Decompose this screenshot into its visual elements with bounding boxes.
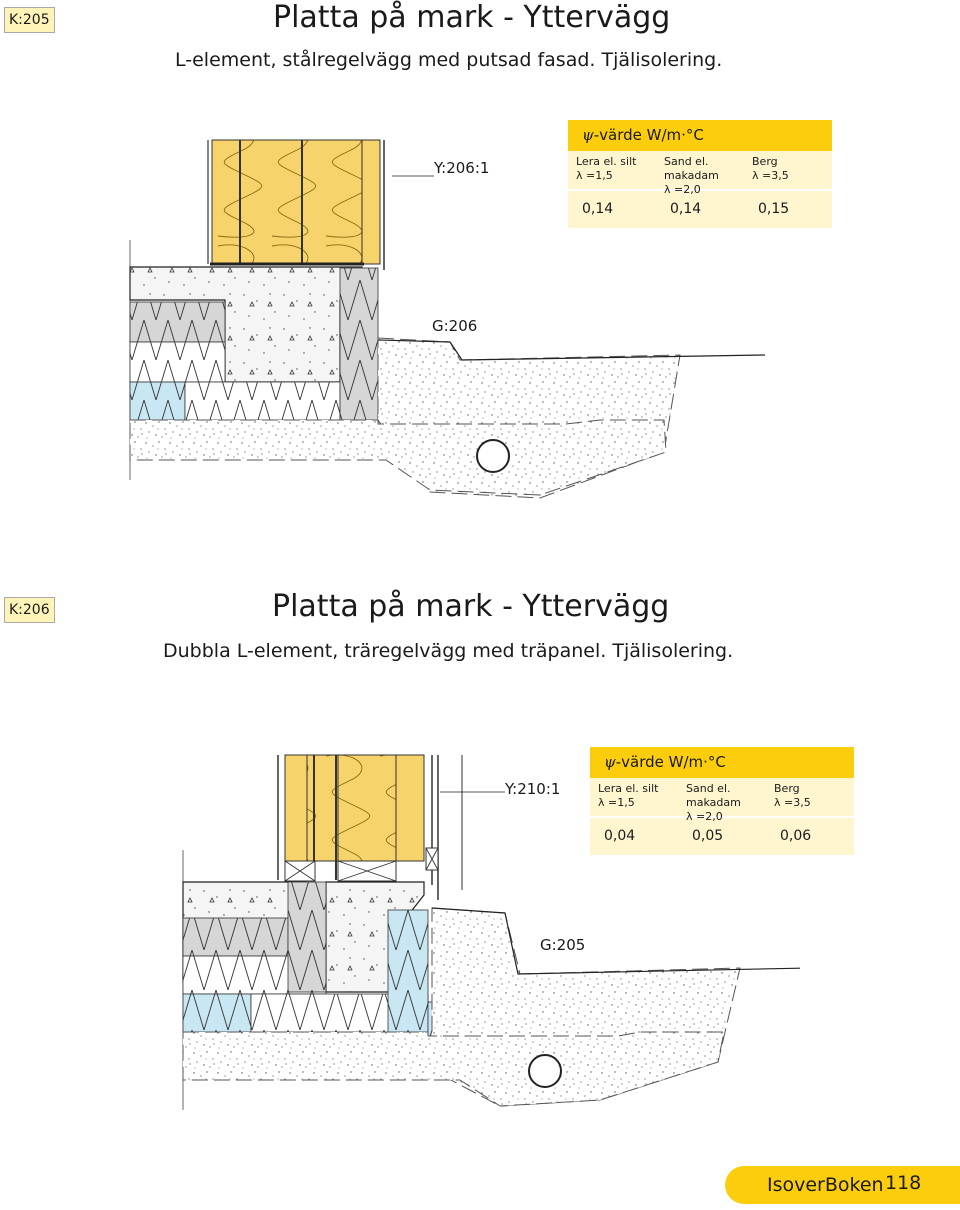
soil-column: Lera el. silt λ =1,5: [568, 151, 656, 189]
section-title: Platta på mark - Yttervägg: [272, 589, 670, 624]
ground-reference-label: G:206: [432, 317, 477, 335]
psi-value: 0,06: [780, 828, 812, 844]
footer-badge: IsoverBoken 118: [725, 1166, 960, 1204]
construction-detail-drawing: Y:210:1 G:205: [182, 754, 800, 1110]
soil-name: Sand el. makadam: [686, 782, 741, 809]
soil-name: Lera el. silt: [598, 782, 659, 795]
psi-value: 0,14: [670, 201, 702, 217]
psi-value: 0,14: [582, 201, 614, 217]
soil-lambda: λ =2,0: [686, 810, 723, 823]
psi-table-header: ψ-värde W/m·°C: [568, 120, 832, 151]
soil-lambda: λ =1,5: [598, 796, 635, 809]
psi-header-text: -värde W/m·°C: [615, 753, 726, 771]
psi-value-table: ψ-värde W/m·°C Lera el. silt λ =1,5 Sand…: [590, 747, 854, 855]
section-subtitle: L-element, stålregelvägg med putsad fasa…: [175, 49, 723, 71]
section-code-badge: K:206: [4, 597, 55, 623]
soil-column: Sand el. makadam λ =2,0: [678, 778, 766, 823]
psi-value: 0,04: [604, 828, 636, 844]
psi-value: 0,15: [758, 201, 790, 217]
soil-column: Berg λ =3,5: [744, 151, 832, 189]
detail-reference-label: Y:210:1: [504, 780, 560, 798]
page-number: 118: [885, 1172, 922, 1194]
soil-column: Lera el. silt λ =1,5: [590, 778, 678, 816]
soil-name: Berg: [752, 155, 778, 168]
soil-lambda: λ =1,5: [576, 169, 613, 182]
soil-lambda: λ =3,5: [774, 796, 811, 809]
soil-name: Sand el. makadam: [664, 155, 719, 182]
section-subtitle: Dubbla L-element, träregelvägg med träpa…: [163, 640, 734, 662]
soil-lambda: λ =2,0: [664, 183, 701, 196]
footer-brand: IsoverBoken: [767, 1174, 884, 1196]
section-title: Platta på mark - Yttervägg: [273, 0, 671, 35]
construction-detail-drawing: Y:206:1 G:206: [129, 139, 766, 499]
soil-name: Lera el. silt: [576, 155, 637, 168]
soil-lambda: λ =3,5: [752, 169, 789, 182]
soil-column: Sand el. makadam λ =2,0: [656, 151, 744, 196]
psi-value: 0,05: [692, 828, 724, 844]
soil-name: Berg: [774, 782, 800, 795]
detail-reference-label: Y:206:1: [433, 159, 489, 177]
psi-table-header: ψ-värde W/m·°C: [590, 747, 854, 778]
ground-reference-label: G:205: [540, 936, 585, 954]
psi-symbol: ψ: [582, 126, 594, 144]
section-code-badge: K:205: [4, 7, 55, 33]
psi-symbol: ψ: [604, 753, 616, 771]
soil-column: Berg λ =3,5: [766, 778, 854, 816]
psi-value-table: ψ-värde W/m·°C Lera el. silt λ =1,5 Sand…: [568, 120, 832, 228]
psi-header-text: -värde W/m·°C: [593, 126, 704, 144]
